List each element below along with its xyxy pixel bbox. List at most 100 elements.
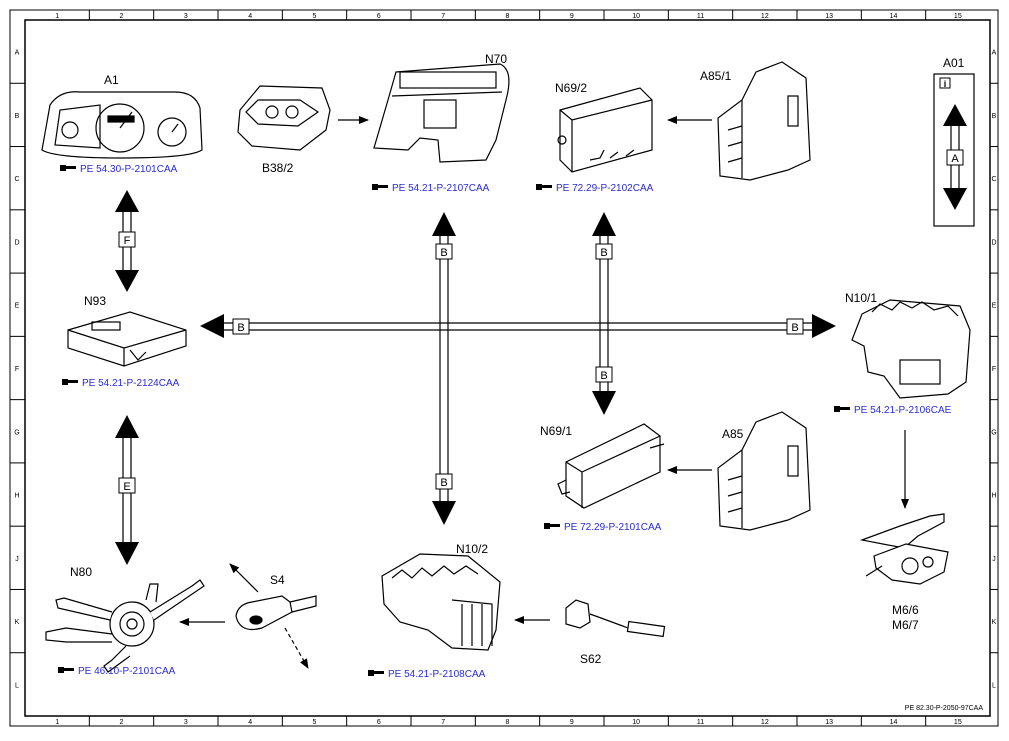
bus-b-arrowheads (200, 212, 836, 525)
legend-title: A01 (943, 56, 965, 70)
bus-label-b-right: B (791, 322, 798, 334)
ruler-row-right: F (992, 366, 996, 373)
ref-n10-2[interactable]: PE 54.21-P-2108CAA (368, 669, 486, 680)
ruler-row-right: D (991, 239, 996, 246)
ref-text-n70[interactable]: PE 54.21-P-2107CAA (392, 183, 490, 194)
bus-label-b-n69-2: B (600, 247, 607, 259)
label-n69-2: N69/2 (555, 81, 587, 95)
label-b38-2: B38/2 (262, 161, 294, 175)
ref-n69-2[interactable]: PE 72.29-P-2102CAA (536, 183, 654, 194)
ruler-ticks: 1122334455667788991010111112121313141415… (10, 10, 998, 726)
label-s62: S62 (580, 652, 602, 666)
door-lock-a85-1-drawing (717, 61, 811, 181)
ref-text-n10-1[interactable]: PE 54.21-P-2106CAE (854, 405, 952, 416)
ruler-row-left: C (14, 176, 19, 183)
pointer-hand-icon (368, 670, 384, 676)
ruler-col-bottom: 12 (761, 719, 769, 726)
arrow-to-n69-1 (592, 391, 616, 415)
module-n69-1-drawing (557, 423, 665, 509)
ruler-row-left: J (15, 556, 19, 563)
ruler-row-left: H (14, 493, 19, 500)
ruler-col-bottom: 5 (313, 719, 317, 726)
bus-e: E (115, 415, 139, 565)
combination-switch-s4-drawing (235, 595, 317, 631)
ruler-row-left: F (15, 366, 19, 373)
ref-n80[interactable]: PE 46.10-P-2101CAA (58, 666, 176, 677)
pointer-hand-icon (372, 184, 388, 190)
ref-n93[interactable]: PE 54.21-P-2124CAA (62, 378, 180, 389)
ruler-col-bottom: 6 (377, 719, 381, 726)
ref-text-a1[interactable]: PE 54.30-P-2101CAA (80, 164, 178, 175)
ruler-row-right: B (992, 113, 997, 120)
ruler-col-top: 10 (632, 13, 640, 20)
ruler-col-bottom: 4 (248, 719, 252, 726)
ruler-col-bottom: 2 (120, 719, 124, 726)
ruler-col-top: 1 (55, 13, 59, 20)
ref-text-n69-2[interactable]: PE 72.29-P-2102CAA (556, 183, 654, 194)
ruler-row-left: B (15, 113, 20, 120)
label-m6-6: M6/6 (892, 603, 919, 617)
ref-text-n93[interactable]: PE 54.21-P-2124CAA (82, 378, 180, 389)
ref-text-n10-2[interactable]: PE 54.21-P-2108CAA (388, 669, 486, 680)
ruler-col-top: 8 (506, 13, 510, 20)
ruler-col-bottom: 10 (632, 719, 640, 726)
wiper-motor-drawing (859, 513, 949, 585)
ruler-col-top: 6 (377, 13, 381, 20)
sam-n10-2-drawing (381, 553, 501, 651)
ruler-col-top: 3 (184, 13, 188, 20)
ruler-col-bottom: 14 (890, 719, 898, 726)
ruler-col-bottom: 9 (570, 719, 574, 726)
footer-code: PE 82.30-P-2050-97CAA (905, 705, 984, 712)
ruler-row-right: L (992, 682, 996, 689)
ruler-col-top: 4 (248, 13, 252, 20)
label-n93: N93 (84, 294, 106, 308)
ruler-col-bottom: 3 (184, 719, 188, 726)
bus-label-f: F (124, 235, 131, 247)
bus-label-b-left: B (237, 322, 244, 334)
ruler-row-left: G (14, 429, 19, 436)
label-n80: N80 (70, 565, 92, 579)
arrow-to-n69-2 (592, 212, 616, 236)
label-n10-1: N10/1 (845, 291, 877, 305)
ruler-col-top: 11 (697, 13, 704, 20)
ref-a1[interactable]: PE 54.30-P-2101CAA (60, 164, 178, 175)
ruler-row-right: E (992, 303, 997, 310)
ref-n10-1[interactable]: PE 54.21-P-2106CAE (834, 405, 952, 416)
arrow-to-n93 (200, 314, 224, 338)
module-n69-2-drawing (557, 87, 653, 173)
label-s4: S4 (270, 573, 285, 587)
sam-n10-1-drawing (851, 299, 971, 399)
ruler-col-bottom: 8 (506, 719, 510, 726)
info-icon: i (939, 77, 951, 89)
sensor-s62-drawing (565, 599, 666, 638)
pointer-hand-icon (544, 523, 560, 529)
legend-bus-letter: A (951, 153, 959, 165)
ref-n70[interactable]: PE 54.21-P-2107CAA (372, 183, 490, 194)
bus-label-e: E (123, 481, 130, 493)
s4-lever-up (229, 563, 259, 593)
ruler-col-top: 9 (570, 13, 574, 20)
ruler-row-right: J (992, 556, 996, 563)
door-lock-a85-drawing (717, 411, 811, 531)
ruler-row-left: K (15, 619, 20, 626)
bus-f: F (115, 190, 139, 292)
bus-b-labels: B B B B B B (232, 243, 804, 490)
instrument-cluster-drawing (41, 91, 203, 159)
ruler-col-bottom: 15 (954, 719, 962, 726)
bus-label-b-n70: B (440, 247, 447, 259)
arrow-to-n10-2 (432, 501, 456, 525)
ruler-row-right: G (991, 429, 996, 436)
arrow-to-n70 (432, 212, 456, 236)
ref-text-n80[interactable]: PE 46.10-P-2101CAA (78, 666, 176, 677)
ruler-col-top: 5 (313, 13, 317, 20)
pointer-hand-icon (834, 406, 850, 412)
label-a1: A1 (104, 73, 119, 87)
ruler-col-bottom: 13 (825, 719, 833, 726)
ref-text-n69-1[interactable]: PE 72.29-P-2101CAA (564, 522, 662, 533)
steering-module-n80-drawing (45, 579, 205, 673)
ruler-row-left: L (15, 682, 19, 689)
label-n70: N70 (485, 52, 507, 66)
ref-n69-1[interactable]: PE 72.29-P-2101CAA (544, 522, 662, 533)
pointer-hand-icon (58, 667, 74, 673)
